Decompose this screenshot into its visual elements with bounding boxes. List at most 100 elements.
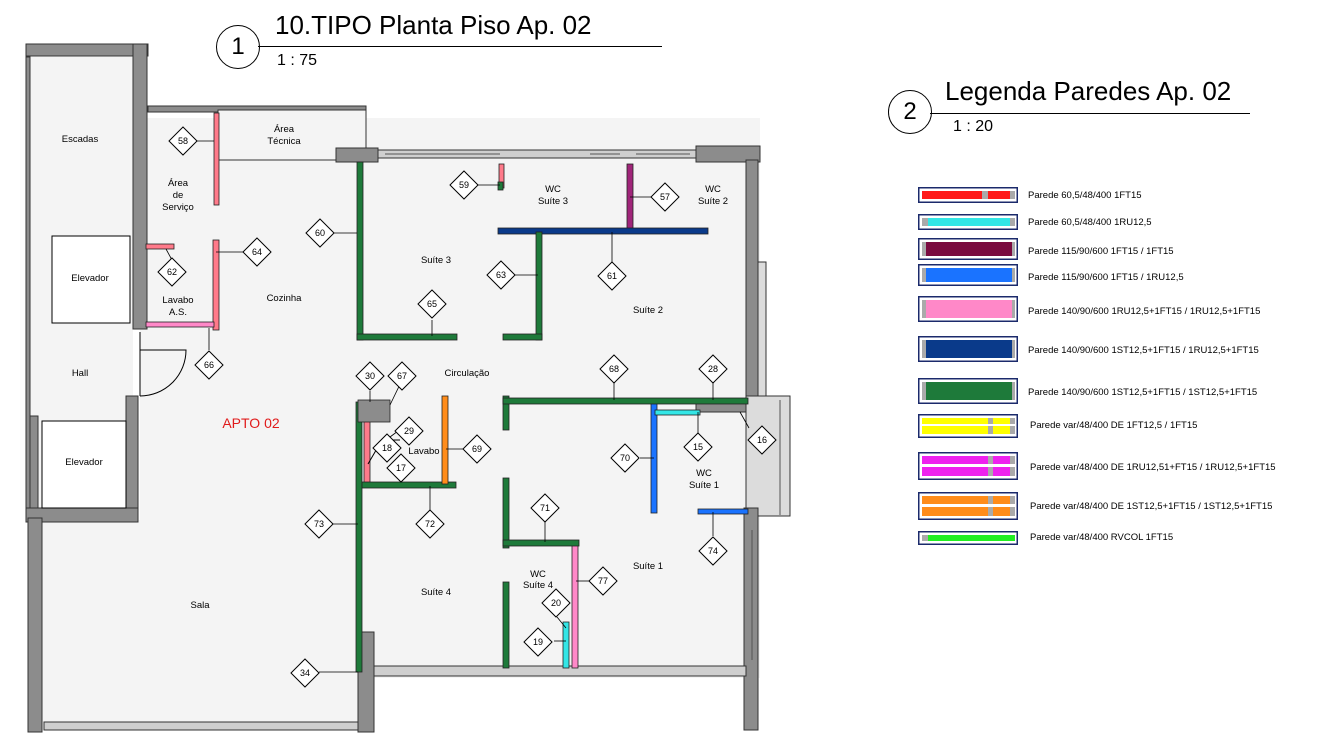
svg-text:19: 19 bbox=[533, 637, 543, 647]
room-wc-suite4-2: Suíte 4 bbox=[523, 580, 553, 591]
svg-text:29: 29 bbox=[404, 426, 414, 436]
view1-title: 10.TIPO Planta Piso Ap. 02 bbox=[275, 10, 592, 40]
svg-text:63: 63 bbox=[496, 270, 506, 280]
svg-text:34: 34 bbox=[300, 668, 310, 678]
legend-label-1: Parede 60,5/48/400 1FT15 bbox=[1028, 190, 1142, 201]
room-wc-suite3-1: WC bbox=[545, 184, 561, 195]
legend-label-4: Parede 115/90/600 1FT15 / 1RU12,5 bbox=[1028, 272, 1184, 283]
room-area-tecnica-2: Técnica bbox=[267, 136, 301, 147]
room-circulacao: Circulação bbox=[445, 368, 490, 379]
room-wc-suite2-1: WC bbox=[705, 184, 721, 195]
legend-swatch-6 bbox=[918, 336, 1018, 362]
view2-number-circle: 2 bbox=[888, 90, 932, 134]
room-wc-suite2-2: Suíte 2 bbox=[698, 196, 728, 207]
tag-71: 71 bbox=[530, 493, 560, 523]
floor-plan: Escadas Área Técnica Área de Serviço Ele… bbox=[25, 43, 791, 733]
svg-text:71: 71 bbox=[540, 503, 550, 513]
legend-swatch-2 bbox=[918, 214, 1018, 230]
room-suite1: Suíte 1 bbox=[633, 561, 663, 572]
tag-18: 18 bbox=[372, 433, 402, 463]
room-sala: Sala bbox=[190, 600, 210, 611]
legend-swatch-9 bbox=[918, 452, 1018, 480]
room-suite3: Suíte 3 bbox=[421, 255, 451, 266]
room-lavabo-as-2: A.S. bbox=[169, 307, 187, 318]
tag-67: 67 bbox=[387, 361, 417, 391]
tag-72: 72 bbox=[415, 509, 445, 539]
svg-text:59: 59 bbox=[459, 180, 469, 190]
svg-text:18: 18 bbox=[382, 443, 392, 453]
tag-70: 70 bbox=[610, 443, 640, 473]
legend-label-8: Parede var/48/400 DE 1FT12,5 / 1FT15 bbox=[1030, 420, 1198, 431]
room-wc-suite3-2: Suíte 3 bbox=[538, 196, 568, 207]
tag-59: 59 bbox=[449, 170, 479, 200]
tag-34: 34 bbox=[290, 658, 320, 688]
svg-text:72: 72 bbox=[425, 519, 435, 529]
legend-swatch-11 bbox=[918, 531, 1018, 545]
tag-66: 66 bbox=[194, 350, 224, 380]
legend-swatch-7 bbox=[918, 378, 1018, 404]
window-lines bbox=[385, 153, 781, 660]
svg-text:68: 68 bbox=[609, 364, 619, 374]
svg-text:30: 30 bbox=[365, 371, 375, 381]
room-suite2: Suíte 2 bbox=[633, 305, 663, 316]
room-elevador-top: Elevador bbox=[71, 273, 109, 284]
tag-16: 16 bbox=[747, 425, 777, 455]
svg-text:74: 74 bbox=[708, 546, 718, 556]
room-wc-suite4-1: WC bbox=[530, 569, 546, 580]
svg-text:57: 57 bbox=[660, 192, 670, 202]
room-escadas: Escadas bbox=[62, 134, 99, 145]
view1-number-circle: 1 bbox=[216, 25, 260, 69]
tag-19: 19 bbox=[523, 627, 553, 657]
room-area-servico-3: Serviço bbox=[162, 202, 194, 213]
legend-label-6: Parede 140/90/600 1ST12,5+1FT15 / 1RU12,… bbox=[1028, 345, 1259, 356]
room-area-servico-2: de bbox=[173, 190, 184, 201]
room-area-tecnica-1: Área bbox=[274, 124, 295, 135]
svg-text:66: 66 bbox=[204, 360, 214, 370]
tag-58: 58 bbox=[168, 126, 198, 156]
tag-62: 62 bbox=[157, 257, 187, 287]
legend-swatch-8 bbox=[918, 414, 1018, 438]
room-lavabo: Lavabo bbox=[408, 446, 439, 457]
interior-walls bbox=[145, 112, 749, 673]
tag-30: 30 bbox=[355, 361, 385, 391]
legend-label-9: Parede var/48/400 DE 1RU12,51+FT15 / 1RU… bbox=[1030, 462, 1276, 473]
room-lavabo-as-1: Lavabo bbox=[162, 295, 193, 306]
room-wc-suite1-1: WC bbox=[696, 468, 712, 479]
svg-text:60: 60 bbox=[315, 228, 325, 238]
legend-label-11: Parede var/48/400 RVCOL 1FT15 bbox=[1030, 532, 1174, 543]
tag-65: 65 bbox=[417, 289, 447, 319]
svg-text:28: 28 bbox=[708, 364, 718, 374]
wall-type-tags: 58 59 57 60 64 62 63 61 65 66 30 67 68 2… bbox=[157, 126, 777, 688]
view1-number: 1 bbox=[231, 33, 245, 60]
legend-swatch-3 bbox=[918, 238, 1018, 260]
legend-label-2: Parede 60,5/48/400 1RU12,5 bbox=[1028, 217, 1152, 228]
tag-63: 63 bbox=[486, 260, 516, 290]
svg-text:73: 73 bbox=[314, 519, 324, 529]
tag-73: 73 bbox=[304, 509, 334, 539]
svg-text:20: 20 bbox=[551, 598, 561, 608]
tag-64: 64 bbox=[242, 237, 272, 267]
view1-title-underline bbox=[258, 46, 662, 47]
svg-text:61: 61 bbox=[607, 271, 617, 281]
tag-57: 57 bbox=[650, 182, 680, 212]
room-area-servico-1: Área bbox=[168, 178, 189, 189]
elevator-boxes bbox=[41, 235, 131, 509]
tag-17: 17 bbox=[386, 453, 416, 483]
room-elevador-bottom: Elevador bbox=[65, 457, 103, 468]
view1-scale: 1 : 75 bbox=[277, 52, 318, 69]
legend-swatch-5 bbox=[918, 296, 1018, 322]
legend-label-5: Parede 140/90/600 1RU12,5+1FT15 / 1RU12,… bbox=[1028, 306, 1261, 317]
legend-label-10: Parede var/48/400 DE 1ST12,5+1FT15 / 1ST… bbox=[1030, 501, 1273, 512]
svg-text:70: 70 bbox=[620, 453, 630, 463]
view2-number: 2 bbox=[903, 98, 917, 125]
tag-69: 69 bbox=[462, 434, 492, 464]
tag-68: 68 bbox=[599, 354, 629, 384]
legend-swatch-1 bbox=[918, 187, 1018, 203]
legend-label-3: Parede 115/90/600 1FT15 / 1FT15 bbox=[1028, 246, 1174, 257]
tag-60: 60 bbox=[305, 218, 335, 248]
room-cozinha: Cozinha bbox=[267, 293, 303, 304]
room-suite4: Suíte 4 bbox=[421, 587, 451, 598]
tag-61: 61 bbox=[597, 261, 627, 291]
room-labels: Escadas Área Técnica Área de Serviço Ele… bbox=[62, 124, 728, 611]
tag-28: 28 bbox=[698, 354, 728, 384]
